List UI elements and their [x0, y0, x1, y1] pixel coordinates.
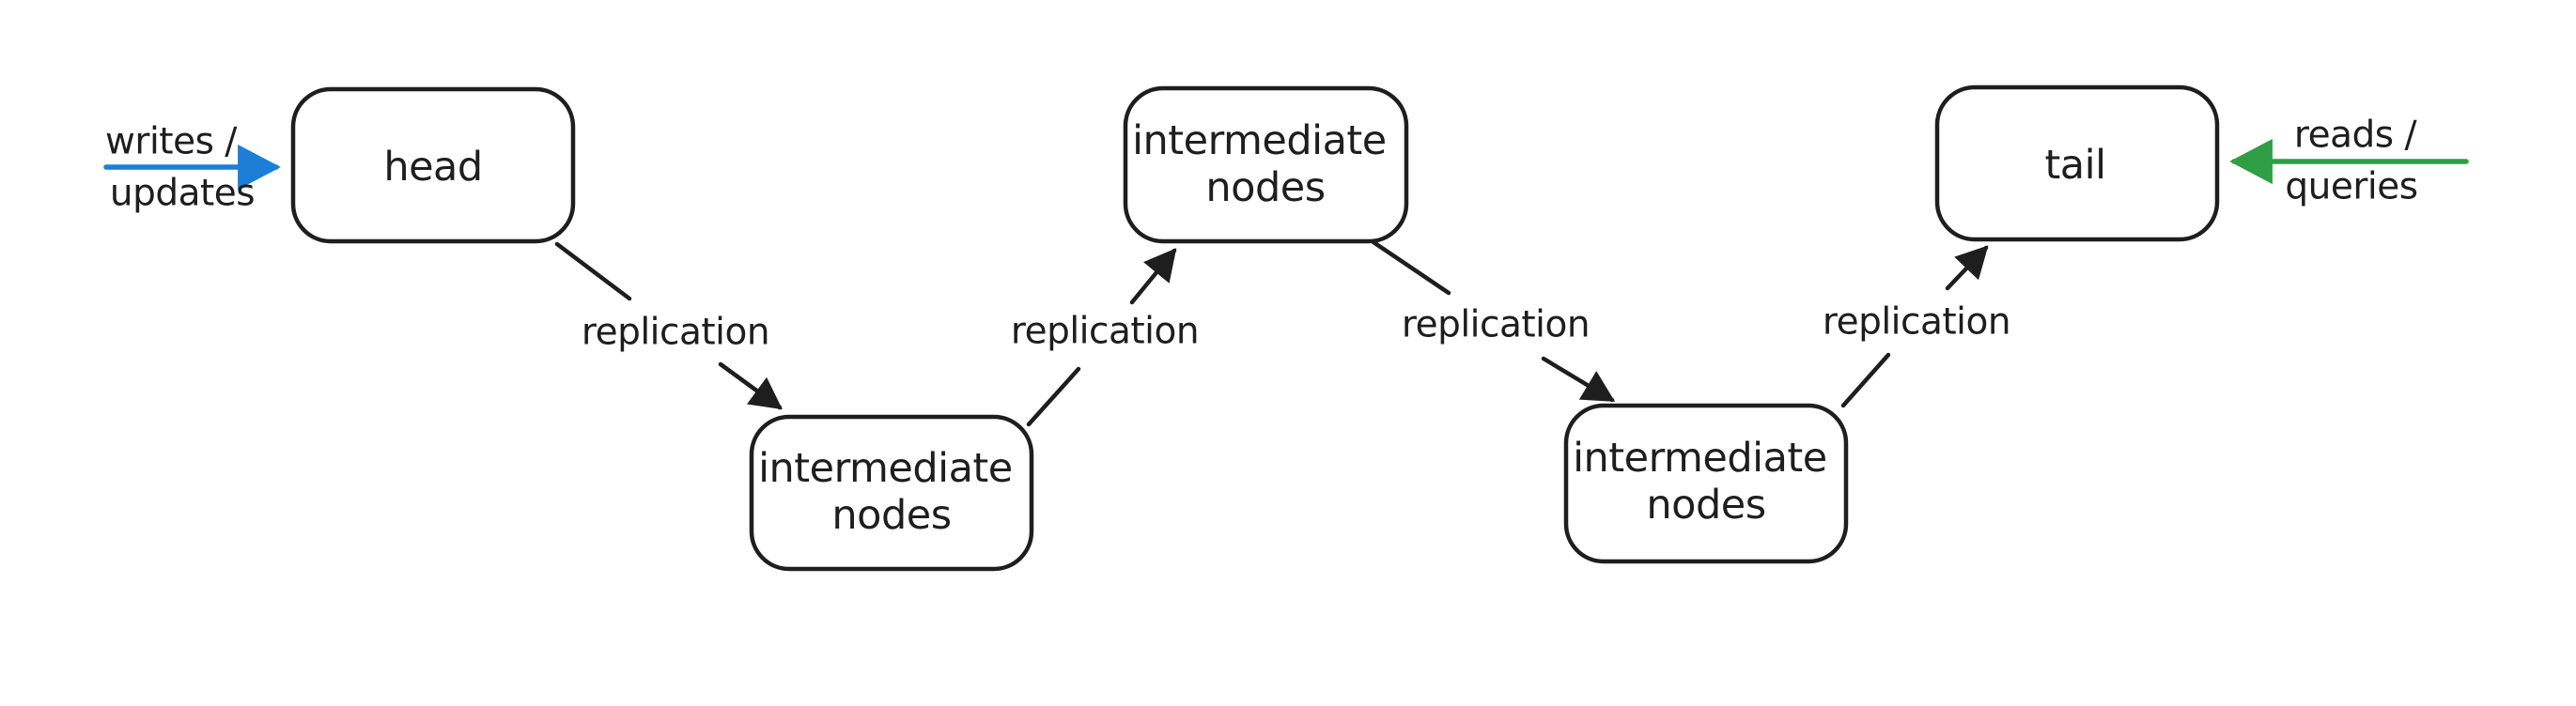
intermediate-node-label: intermediate nodes — [758, 445, 1025, 539]
edge-line — [1840, 352, 1891, 408]
reads-label-line2: queries — [2285, 166, 2417, 208]
intermediate-node-box — [749, 414, 1034, 572]
reads-label-line1: reads / — [2294, 115, 2418, 157]
tail-node-label: tail — [2044, 142, 2105, 189]
edge-line — [1026, 366, 1081, 427]
edge-replication-2: replication — [1011, 248, 1200, 427]
annotation-writes-updates: writes / updates — [103, 121, 281, 215]
head-node-box — [290, 86, 576, 244]
edge-label: replication — [582, 312, 769, 354]
edge-label: replication — [1011, 311, 1199, 353]
edge-line-arrow — [1129, 248, 1177, 305]
node-head: head — [290, 86, 576, 244]
intermediate-node-label: intermediate nodes — [1132, 117, 1399, 211]
edge-replication-3: replication — [1371, 239, 1616, 403]
intermediate-node-box — [1123, 85, 1409, 244]
tail-node-box — [1934, 84, 2220, 242]
node-tail: tail — [1934, 84, 2220, 242]
node-intermediate-2: intermediate nodes — [1123, 85, 1409, 244]
edge-line-arrow — [1541, 356, 1616, 403]
edge-line-arrow — [1945, 245, 1989, 291]
node-intermediate-1: intermediate nodes — [749, 414, 1034, 572]
intermediate-node-box — [1563, 403, 1849, 564]
edge-replication-4: replication — [1823, 245, 2011, 408]
edge-label: replication — [1402, 304, 1590, 346]
intermediate-node-label: intermediate nodes — [1573, 435, 1839, 529]
edge-line — [554, 241, 632, 301]
head-node-label: head — [383, 144, 482, 191]
edge-line — [1371, 239, 1451, 296]
node-intermediate-3: intermediate nodes — [1563, 403, 1849, 564]
writes-label-line1: writes / — [105, 121, 238, 163]
annotation-reads-queries: reads / queries — [2229, 115, 2469, 208]
writes-label-line2: updates — [110, 173, 255, 215]
edge-line-arrow — [718, 361, 783, 410]
edge-replication-1: replication — [554, 241, 783, 410]
edge-label: replication — [1823, 301, 2010, 344]
